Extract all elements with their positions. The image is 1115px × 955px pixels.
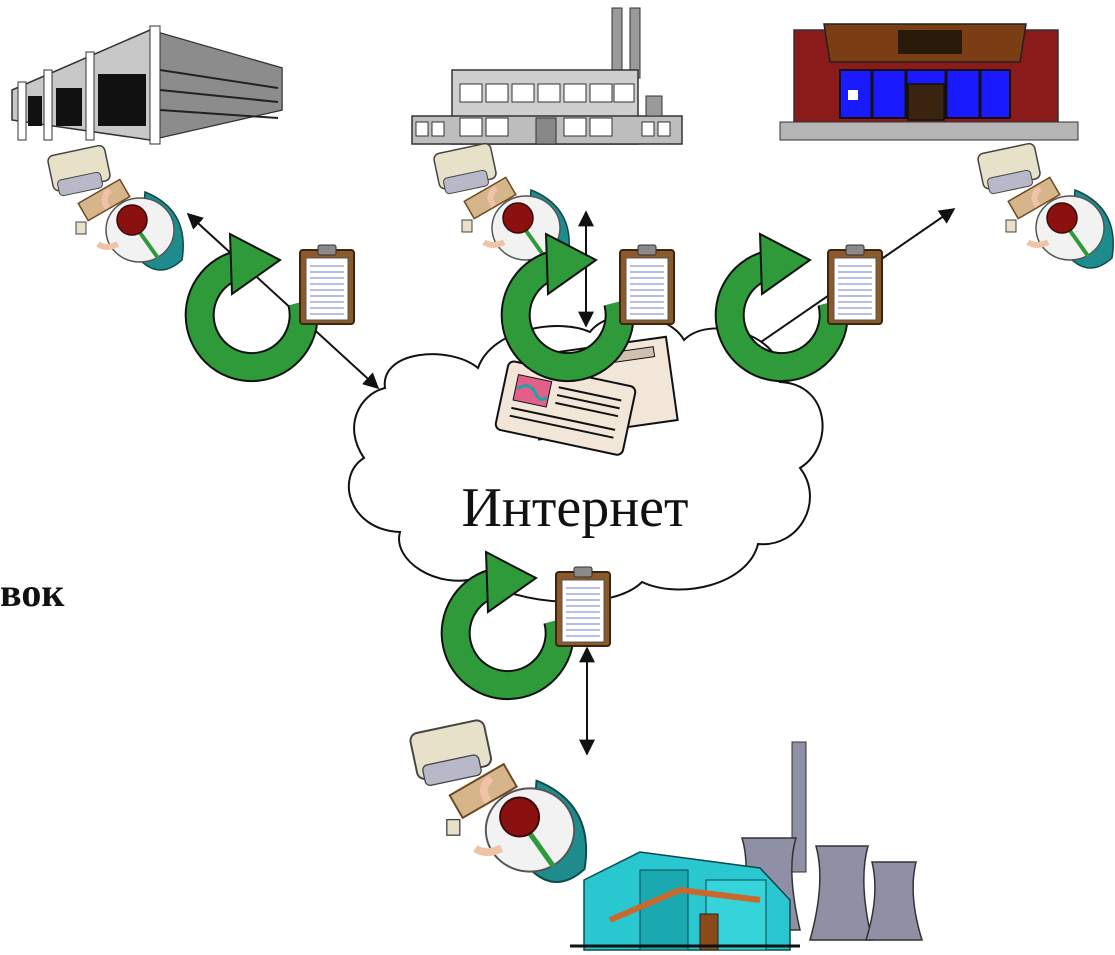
office-building-icon bbox=[11, 25, 283, 145]
computer-operator-icon bbox=[977, 143, 1113, 268]
computer-operator-icon bbox=[47, 145, 183, 270]
cloud-label: Интернет bbox=[461, 477, 688, 539]
power-plant-icon bbox=[570, 741, 924, 951]
side-text-fragment: вок bbox=[0, 570, 64, 615]
clipboard-document-icon bbox=[555, 566, 611, 647]
clipboard-document-icon bbox=[299, 244, 355, 325]
clipboard-document-icon bbox=[619, 244, 675, 325]
storefront-icon bbox=[779, 23, 1079, 141]
green-cycle-arrow-icon bbox=[730, 234, 834, 367]
internet-cloud: Интернет bbox=[347, 314, 824, 603]
clipboard-document-icon bbox=[827, 244, 883, 325]
computer-operator-icon bbox=[409, 719, 586, 882]
link-left bbox=[186, 212, 380, 390]
factory-icon bbox=[411, 7, 683, 145]
green-cycle-arrow-icon bbox=[200, 234, 304, 367]
